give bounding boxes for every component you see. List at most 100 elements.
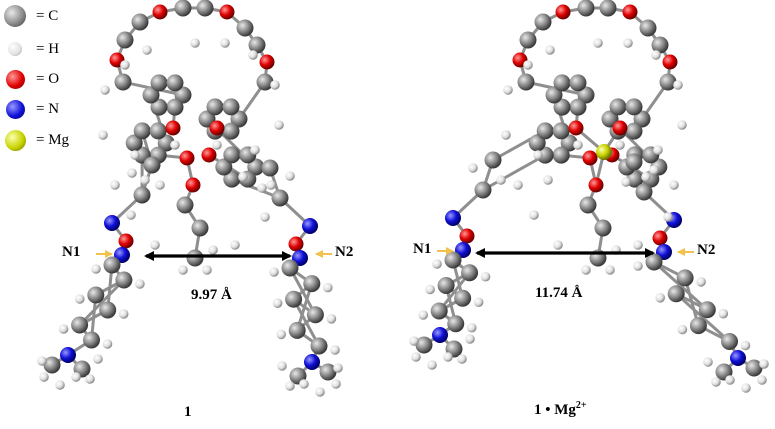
right-atom-n	[445, 210, 461, 226]
right-atom-h	[545, 45, 555, 55]
left-atom-h	[190, 38, 200, 48]
left-bond	[231, 177, 281, 200]
right-atom-c	[645, 253, 663, 271]
right-atom-c	[552, 122, 570, 140]
right-atom-h	[465, 334, 475, 344]
right-bond	[652, 260, 709, 311]
right-atom-c	[651, 36, 669, 54]
right-atom-h	[655, 293, 665, 303]
right-atom-h	[553, 240, 563, 250]
right-atom-h	[757, 375, 767, 385]
left-atom-h	[170, 140, 180, 150]
left-atom-h	[266, 180, 276, 190]
left-bond	[78, 278, 125, 327]
left-atom-h	[270, 80, 280, 90]
left-atom-c	[114, 73, 132, 91]
left-atom-h	[37, 356, 47, 366]
left-atom-h	[326, 314, 337, 324]
right-atom-o	[622, 4, 638, 20]
left-atom-h	[220, 38, 230, 48]
right-atom-c	[474, 181, 492, 199]
right-atom-h	[605, 265, 615, 275]
left-atom-h	[118, 309, 129, 319]
legend-item-magnesium: = Mg	[2, 126, 69, 154]
right-atom-h	[529, 210, 539, 220]
left-distance-label: 9.97 Å	[191, 287, 232, 303]
left-atom-o	[209, 120, 225, 136]
legend-label: = H	[36, 40, 60, 57]
right-atom-h	[473, 297, 484, 308]
left-atom-o	[288, 236, 304, 252]
right-atom-h	[741, 383, 751, 393]
right-atom-o	[588, 177, 604, 193]
left-atom-n	[104, 215, 120, 231]
left-atom-c	[191, 219, 209, 237]
right-atom-h	[740, 340, 751, 351]
right-atom-n	[432, 327, 448, 343]
left-atom-h	[269, 267, 279, 277]
left-atom-c	[174, 86, 192, 104]
right-atom-h	[581, 265, 591, 275]
right-atom-h	[533, 150, 543, 160]
left-atom-h	[93, 354, 103, 364]
right-atom-o	[652, 230, 668, 246]
right-atom-h	[663, 212, 673, 222]
right-atom-h	[573, 140, 583, 150]
right-atom-h	[725, 375, 735, 385]
right-atom-c	[484, 151, 502, 169]
right-atom-n	[730, 350, 746, 366]
left-atom-h	[238, 172, 248, 182]
right-atom-h	[466, 322, 477, 333]
right-atom-c	[625, 98, 643, 116]
left-atom-c	[133, 186, 151, 204]
left-atom-h	[102, 339, 113, 349]
right-atom-h	[503, 85, 513, 95]
right-atom-c	[659, 73, 677, 91]
right-atom-c	[545, 86, 563, 104]
left-atom-o	[152, 4, 168, 20]
right-distance-label: 11.74 Å	[535, 285, 583, 301]
right-atom-c	[444, 251, 462, 269]
left-atom-c	[125, 134, 143, 152]
right-atom-c	[560, 134, 578, 152]
right-atom-h	[418, 310, 429, 320]
left-atom-c	[215, 158, 233, 176]
right-atom-c	[577, 86, 595, 104]
right-atom-c	[689, 317, 707, 335]
right-atom-c	[594, 219, 612, 237]
left-atom-h	[260, 212, 270, 222]
left-n2-label: N2	[335, 244, 354, 260]
legend-item-hydrogen: = H	[2, 35, 59, 63]
left-atom-c	[256, 73, 274, 91]
left-atom-c	[99, 301, 117, 319]
right-atom-h	[621, 177, 631, 187]
right-atom-mg	[596, 144, 612, 160]
left-atom-c	[166, 98, 184, 116]
right-atom-h	[633, 240, 643, 250]
right-atom-o	[662, 54, 678, 70]
left-atom-h	[71, 372, 81, 382]
left-atom-c	[303, 275, 321, 293]
left-atom-h	[130, 150, 140, 160]
right-atom-h	[673, 80, 683, 90]
right-atom-h	[427, 360, 437, 370]
right-atom-h	[623, 38, 633, 48]
left-atom-n	[60, 347, 76, 363]
left-atom-c	[288, 321, 306, 339]
right-atom-c	[430, 302, 448, 320]
left-atom-n	[304, 354, 320, 370]
right-atom-c	[569, 98, 587, 116]
right-atom-c	[553, 98, 571, 116]
left-atom-h	[323, 282, 333, 293]
left-atom-o	[201, 147, 217, 163]
left-atom-h	[257, 183, 267, 193]
right-atom-h	[651, 50, 661, 60]
left-atom-h	[285, 381, 295, 391]
left-atom-c	[174, 0, 192, 17]
right-atom-h	[696, 277, 706, 287]
left-atom-c	[261, 159, 279, 177]
right-atom-h	[593, 38, 603, 48]
left-atom-o	[259, 54, 275, 70]
left-atom-h	[155, 180, 165, 190]
